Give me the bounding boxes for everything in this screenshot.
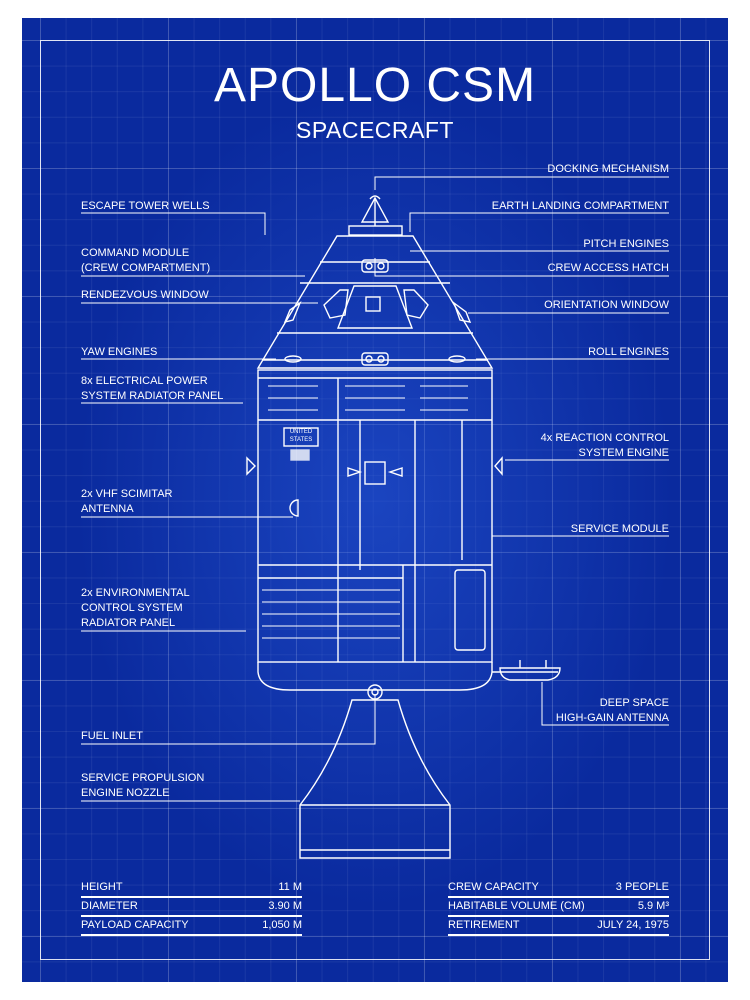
spec-value: JULY 24, 1975 xyxy=(597,919,669,931)
label-text: COMMAND MODULE xyxy=(81,247,190,259)
spec-value: 3.90 M xyxy=(268,900,302,912)
label-text: RADIATOR PANEL xyxy=(81,617,176,629)
command-module xyxy=(256,235,494,369)
poster-subtitle: SPACECRAFT xyxy=(296,117,454,143)
spec-label: DIAMETER xyxy=(81,900,138,912)
label-text: 2x VHF SCIMITAR xyxy=(81,488,173,500)
label-text: DEEP SPACE xyxy=(599,697,669,709)
label-text: EARTH LANDING COMPARTMENT xyxy=(491,200,669,212)
spec-row: PAYLOAD CAPACITY 1,050 M xyxy=(81,919,302,936)
label-text: ROLL ENGINES xyxy=(588,346,669,358)
spec-label: CREW CAPACITY xyxy=(448,881,539,893)
label-high-gain-antenna: DEEP SPACE HIGH-GAIN ANTENNA xyxy=(556,696,669,726)
label-crew-access-hatch: CREW ACCESS HATCH xyxy=(548,261,669,276)
label-escape-tower-wells: ESCAPE TOWER WELLS xyxy=(81,199,210,214)
label-earth-landing: EARTH LANDING COMPARTMENT xyxy=(492,199,669,214)
service-module xyxy=(246,369,503,700)
label-text: ANTENNA xyxy=(81,503,134,515)
flag-text-line: STATES xyxy=(289,437,313,443)
spec-row: HEIGHT 11 M xyxy=(81,881,302,898)
label-text: SERVICE PROPULSION xyxy=(81,772,205,784)
label-text: ENGINE NOZZLE xyxy=(81,787,170,799)
spec-value: 3 PEOPLE xyxy=(615,881,669,893)
label-rendezvous-window: RENDEZVOUS WINDOW xyxy=(81,288,209,303)
spec-label: HEIGHT xyxy=(81,881,123,893)
label-text: ESCAPE TOWER WELLS xyxy=(81,200,210,212)
label-text: ORIENTATION WINDOW xyxy=(544,299,669,311)
label-orientation-window: ORIENTATION WINDOW xyxy=(544,298,669,313)
label-docking-mechanism: DOCKING MECHANISM xyxy=(547,162,669,177)
label-text: FUEL INLET xyxy=(81,730,143,742)
label-text: DOCKING MECHANISM xyxy=(547,163,669,175)
label-engine-nozzle: SERVICE PROPULSION ENGINE NOZZLE xyxy=(81,771,204,801)
engine-nozzle xyxy=(299,699,451,859)
spec-label: PAYLOAD CAPACITY xyxy=(81,919,189,931)
leader-lines-right xyxy=(374,176,669,726)
label-text: RENDEZVOUS WINDOW xyxy=(81,289,209,301)
flag-text-line: UNITED xyxy=(289,429,313,435)
high-gain-antenna xyxy=(492,660,561,681)
spec-row: RETIREMENT JULY 24, 1975 xyxy=(448,919,669,936)
label-electrical-power: 8x ELECTRICAL POWER SYSTEM RADIATOR PANEL xyxy=(81,374,223,404)
label-roll-engines: ROLL ENGINES xyxy=(588,345,669,360)
spec-row: CREW CAPACITY 3 PEOPLE xyxy=(448,881,669,898)
label-text: 8x ELECTRICAL POWER xyxy=(81,375,208,387)
label-fuel-inlet: FUEL INLET xyxy=(81,729,143,744)
label-text: SYSTEM RADIATOR PANEL xyxy=(81,390,224,402)
spec-label: RETIREMENT xyxy=(448,919,520,931)
spec-row: HABITABLE VOLUME (CM) 5.9 M³ xyxy=(448,900,669,917)
spec-row: DIAMETER 3.90 M xyxy=(81,900,302,917)
spec-value: 5.9 M³ xyxy=(637,900,669,912)
label-text: SERVICE MODULE xyxy=(570,523,669,535)
inner-frame xyxy=(40,40,710,960)
poster-title: APOLLO CSM xyxy=(213,59,537,112)
flag-label: UNITED STATES xyxy=(285,428,317,444)
label-vhf-antenna: 2x VHF SCIMITAR ANTENNA xyxy=(81,487,172,517)
label-command-module: COMMAND MODULE (CREW COMPARTMENT) xyxy=(81,246,210,276)
docking-mechanism xyxy=(348,195,403,236)
label-reaction-control: 4x REACTION CONTROL SYSTEM ENGINE xyxy=(541,431,669,461)
leader-lines-left xyxy=(81,212,376,802)
spec-value: 1,050 M xyxy=(262,919,302,931)
label-text: CONTROL SYSTEM xyxy=(81,602,183,614)
label-text: PITCH ENGINES xyxy=(583,238,669,250)
label-text: HIGH-GAIN ANTENNA xyxy=(555,712,669,724)
label-text: 2x ENVIRONMENTAL xyxy=(81,587,190,599)
label-environmental-control: 2x ENVIRONMENTAL CONTROL SYSTEM RADIATOR P… xyxy=(81,586,190,631)
label-service-module: SERVICE MODULE xyxy=(571,522,669,537)
label-text: CREW ACCESS HATCH xyxy=(547,262,669,274)
label-text: 4x REACTION CONTROL xyxy=(540,432,669,444)
label-pitch-engines: PITCH ENGINES xyxy=(583,237,669,252)
label-yaw-engines: YAW ENGINES xyxy=(81,345,157,360)
spec-value: 11 M xyxy=(278,881,302,893)
label-text: SYSTEM ENGINE xyxy=(578,447,669,459)
label-text: YAW ENGINES xyxy=(81,346,158,358)
spec-label: HABITABLE VOLUME (CM) xyxy=(448,900,585,912)
label-text: (CREW COMPARTMENT) xyxy=(81,262,211,274)
